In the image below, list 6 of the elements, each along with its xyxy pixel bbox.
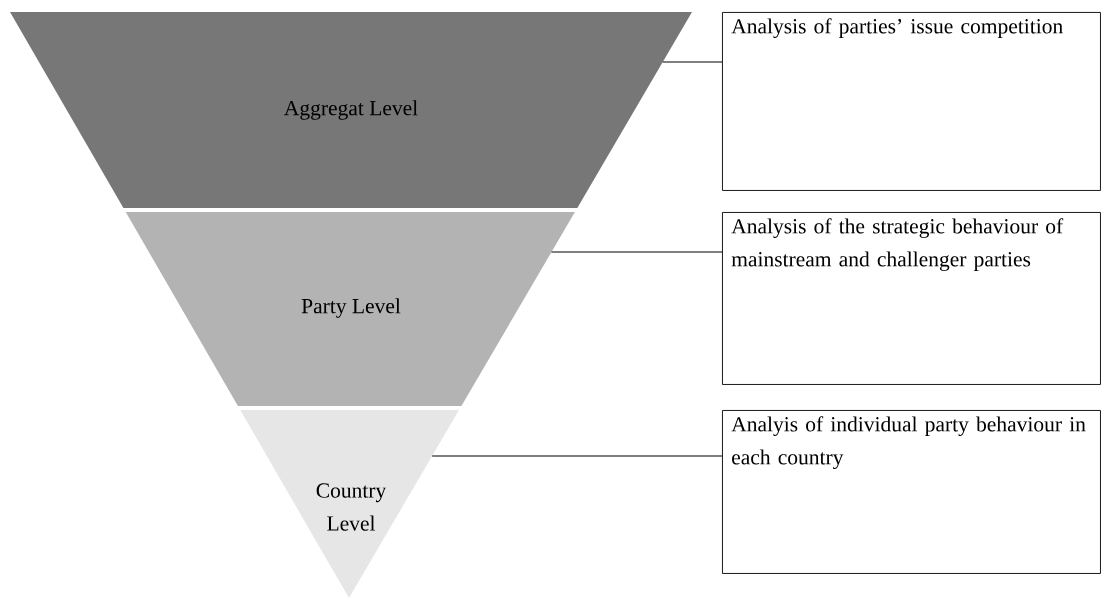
description-box: Analyis of individual party behaviour in each country bbox=[722, 410, 1101, 574]
funnel-band: Aggregat Level bbox=[10, 12, 692, 208]
description-box: Analysis of parties’ issue competition bbox=[722, 12, 1101, 191]
funnel-band: Party Level bbox=[125, 212, 575, 406]
description-box: Analysis of the strategic behaviour of mainstream and challenger parties bbox=[722, 212, 1101, 385]
funnel-band: Country Level bbox=[240, 410, 459, 598]
